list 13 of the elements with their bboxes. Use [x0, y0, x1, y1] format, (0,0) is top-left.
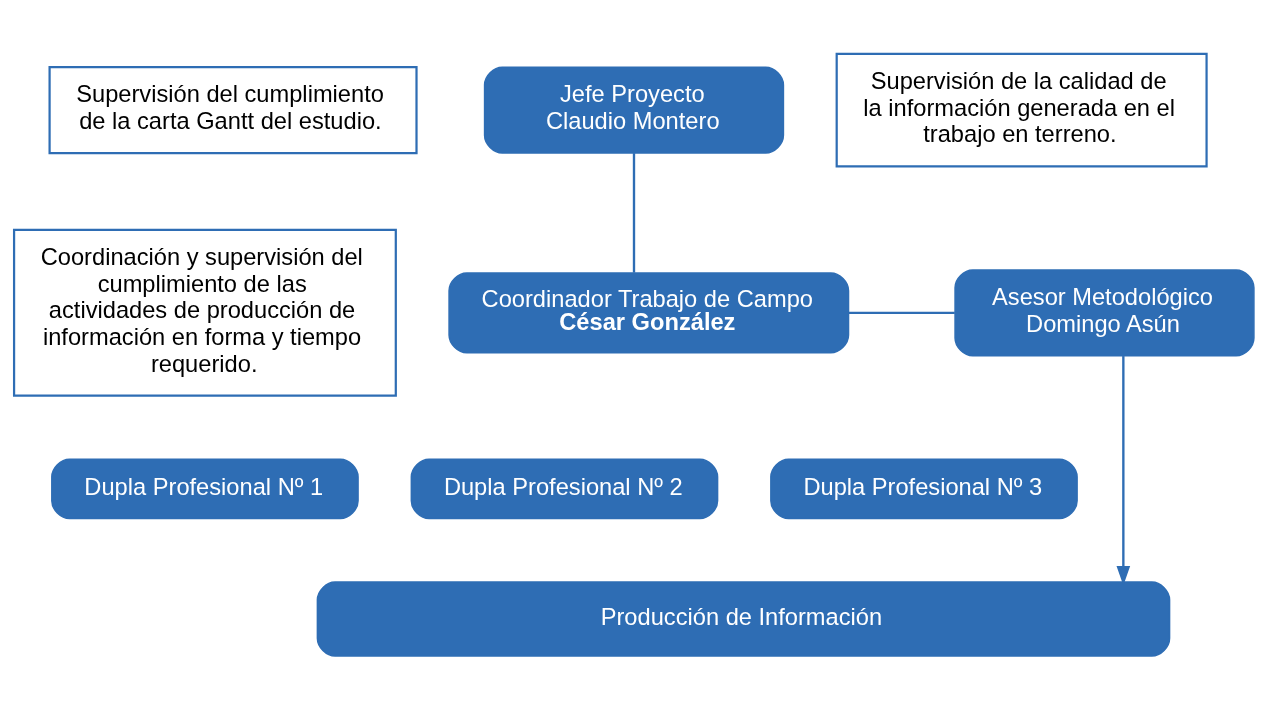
- connector: [632, 152, 636, 273]
- node-box: Dupla Profesional Nº 3: [770, 458, 1078, 519]
- node-box: Supervisión del cumplimiento de la carta Gantt del estudio.: [48, 65, 418, 154]
- arrow: [1116, 355, 1131, 585]
- node-box: Coordinación y supervisión del cumplimiento de las actividades de producción de información en forma y tiempo requerido.: [12, 228, 397, 397]
- node-box: Producción de Información: [316, 580, 1171, 657]
- node-box: Supervisión de la calidad de la información generada en el trabajo en terreno.: [835, 52, 1208, 167]
- node-box: Dupla Profesional Nº 1: [51, 458, 359, 519]
- node-box: Asesor Metodológico Domingo Asún: [954, 268, 1255, 356]
- node-box: Jefe Proyecto Claudio Montero: [483, 66, 785, 154]
- connector: [848, 311, 955, 314]
- node-box: Dupla Profesional Nº 2: [410, 458, 719, 519]
- node-box: Coordinador Trabajo de Campo César González: [448, 271, 850, 353]
